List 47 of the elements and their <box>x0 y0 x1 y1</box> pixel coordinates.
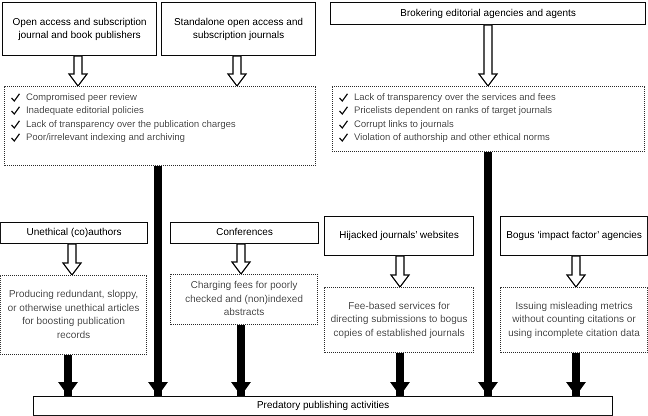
hollow-arrow <box>68 55 88 88</box>
box-title: Unethical (co)authors <box>25 226 123 240</box>
issues-list-box <box>4 86 316 166</box>
box-title: Hijacked journals’ websites <box>338 229 460 243</box>
list-item-text: Pricelists dependent on ranks of target journals <box>354 104 552 118</box>
hollow-arrow <box>226 55 248 88</box>
actor-box <box>0 222 148 244</box>
box-title: Bogus ‘impact factor’ agencies <box>505 229 643 243</box>
list-item-text: Corrupt links to journals <box>354 118 454 131</box>
arrow <box>148 166 168 396</box>
list-item-text: Inadequate editorial policies <box>26 104 144 118</box>
arrow <box>478 152 498 396</box>
activity-box <box>324 287 474 353</box>
arrow <box>231 325 251 396</box>
hollow-arrow <box>230 243 252 276</box>
arrow <box>566 353 586 396</box>
list-item-text: Lack of transparency over the publication charges <box>26 118 236 131</box>
box-title: Open access and subscription journal and book publishers <box>12 16 148 42</box>
actor-box <box>324 216 474 256</box>
actor-box <box>161 2 316 56</box>
activity-box <box>500 287 648 353</box>
actor-box <box>330 2 646 25</box>
box-title: Conferences <box>215 226 274 240</box>
description-text: Issuing misleading metrics without counting citations or using incomplete citation data <box>507 300 641 340</box>
box-title: Standalone open access and subscription journals <box>173 16 304 42</box>
actor-box <box>33 396 613 416</box>
activity-box <box>170 274 318 325</box>
description-text: Producing redundant, sloppy, or otherwise unethical articles for boosting publication records <box>6 288 140 342</box>
description-text: Charging fees for poorly checked and (non)indexed abstracts <box>184 279 304 320</box>
box-title: Brokering editorial agencies and agents <box>399 6 577 20</box>
list-item-text: Lack of transparency over the services and fees <box>354 91 556 104</box>
issues-list-box <box>332 86 645 152</box>
description-text: Fee-based services for directing submissions to bogus copies of established journals <box>330 300 468 340</box>
list-item-text: Compromised peer review <box>26 91 137 104</box>
hollow-arrow <box>566 255 586 288</box>
actor-box <box>170 222 319 244</box>
activity-box <box>0 275 147 355</box>
list-item-text: Poor/irrelevant indexing and archiving <box>26 130 185 144</box>
arrow <box>58 355 78 396</box>
hollow-arrow <box>478 24 498 88</box>
actor-box <box>2 2 157 56</box>
actor-box <box>500 216 648 256</box>
hollow-arrow <box>62 243 82 276</box>
list-item-text: Violation of authorship and other ethical norms <box>354 130 550 144</box>
arrow <box>390 353 410 396</box>
box-title: Predatory publishing activities <box>256 399 390 413</box>
hollow-arrow <box>390 255 410 288</box>
